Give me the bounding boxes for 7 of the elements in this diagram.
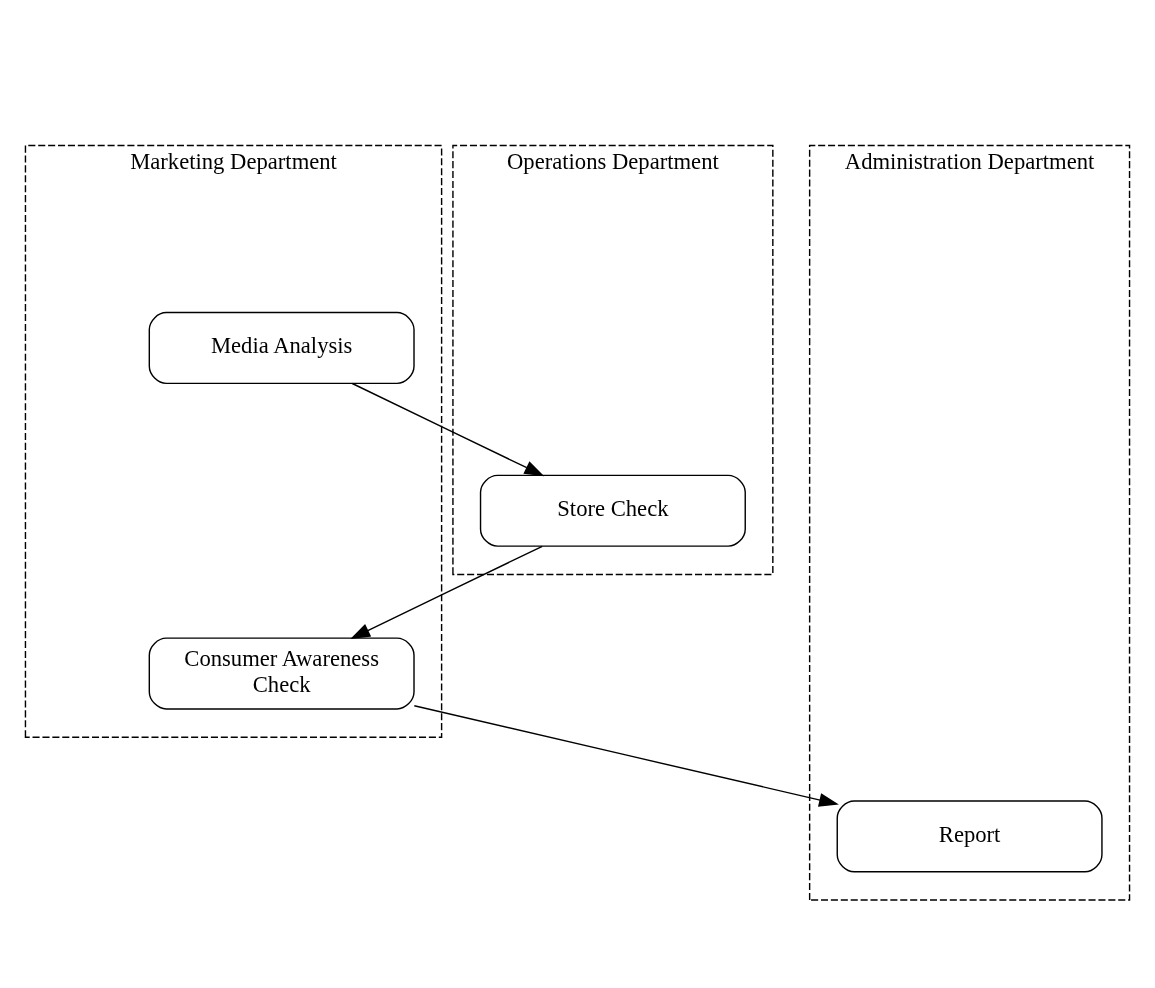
node-box: Media Analysis [148, 311, 415, 384]
node-box: Report [836, 799, 1103, 872]
arrow [350, 545, 543, 639]
node-box: Consumer Awareness Check [148, 636, 415, 710]
arrow [413, 704, 839, 807]
node-box: Store Check [479, 474, 746, 547]
arrow [351, 382, 545, 476]
